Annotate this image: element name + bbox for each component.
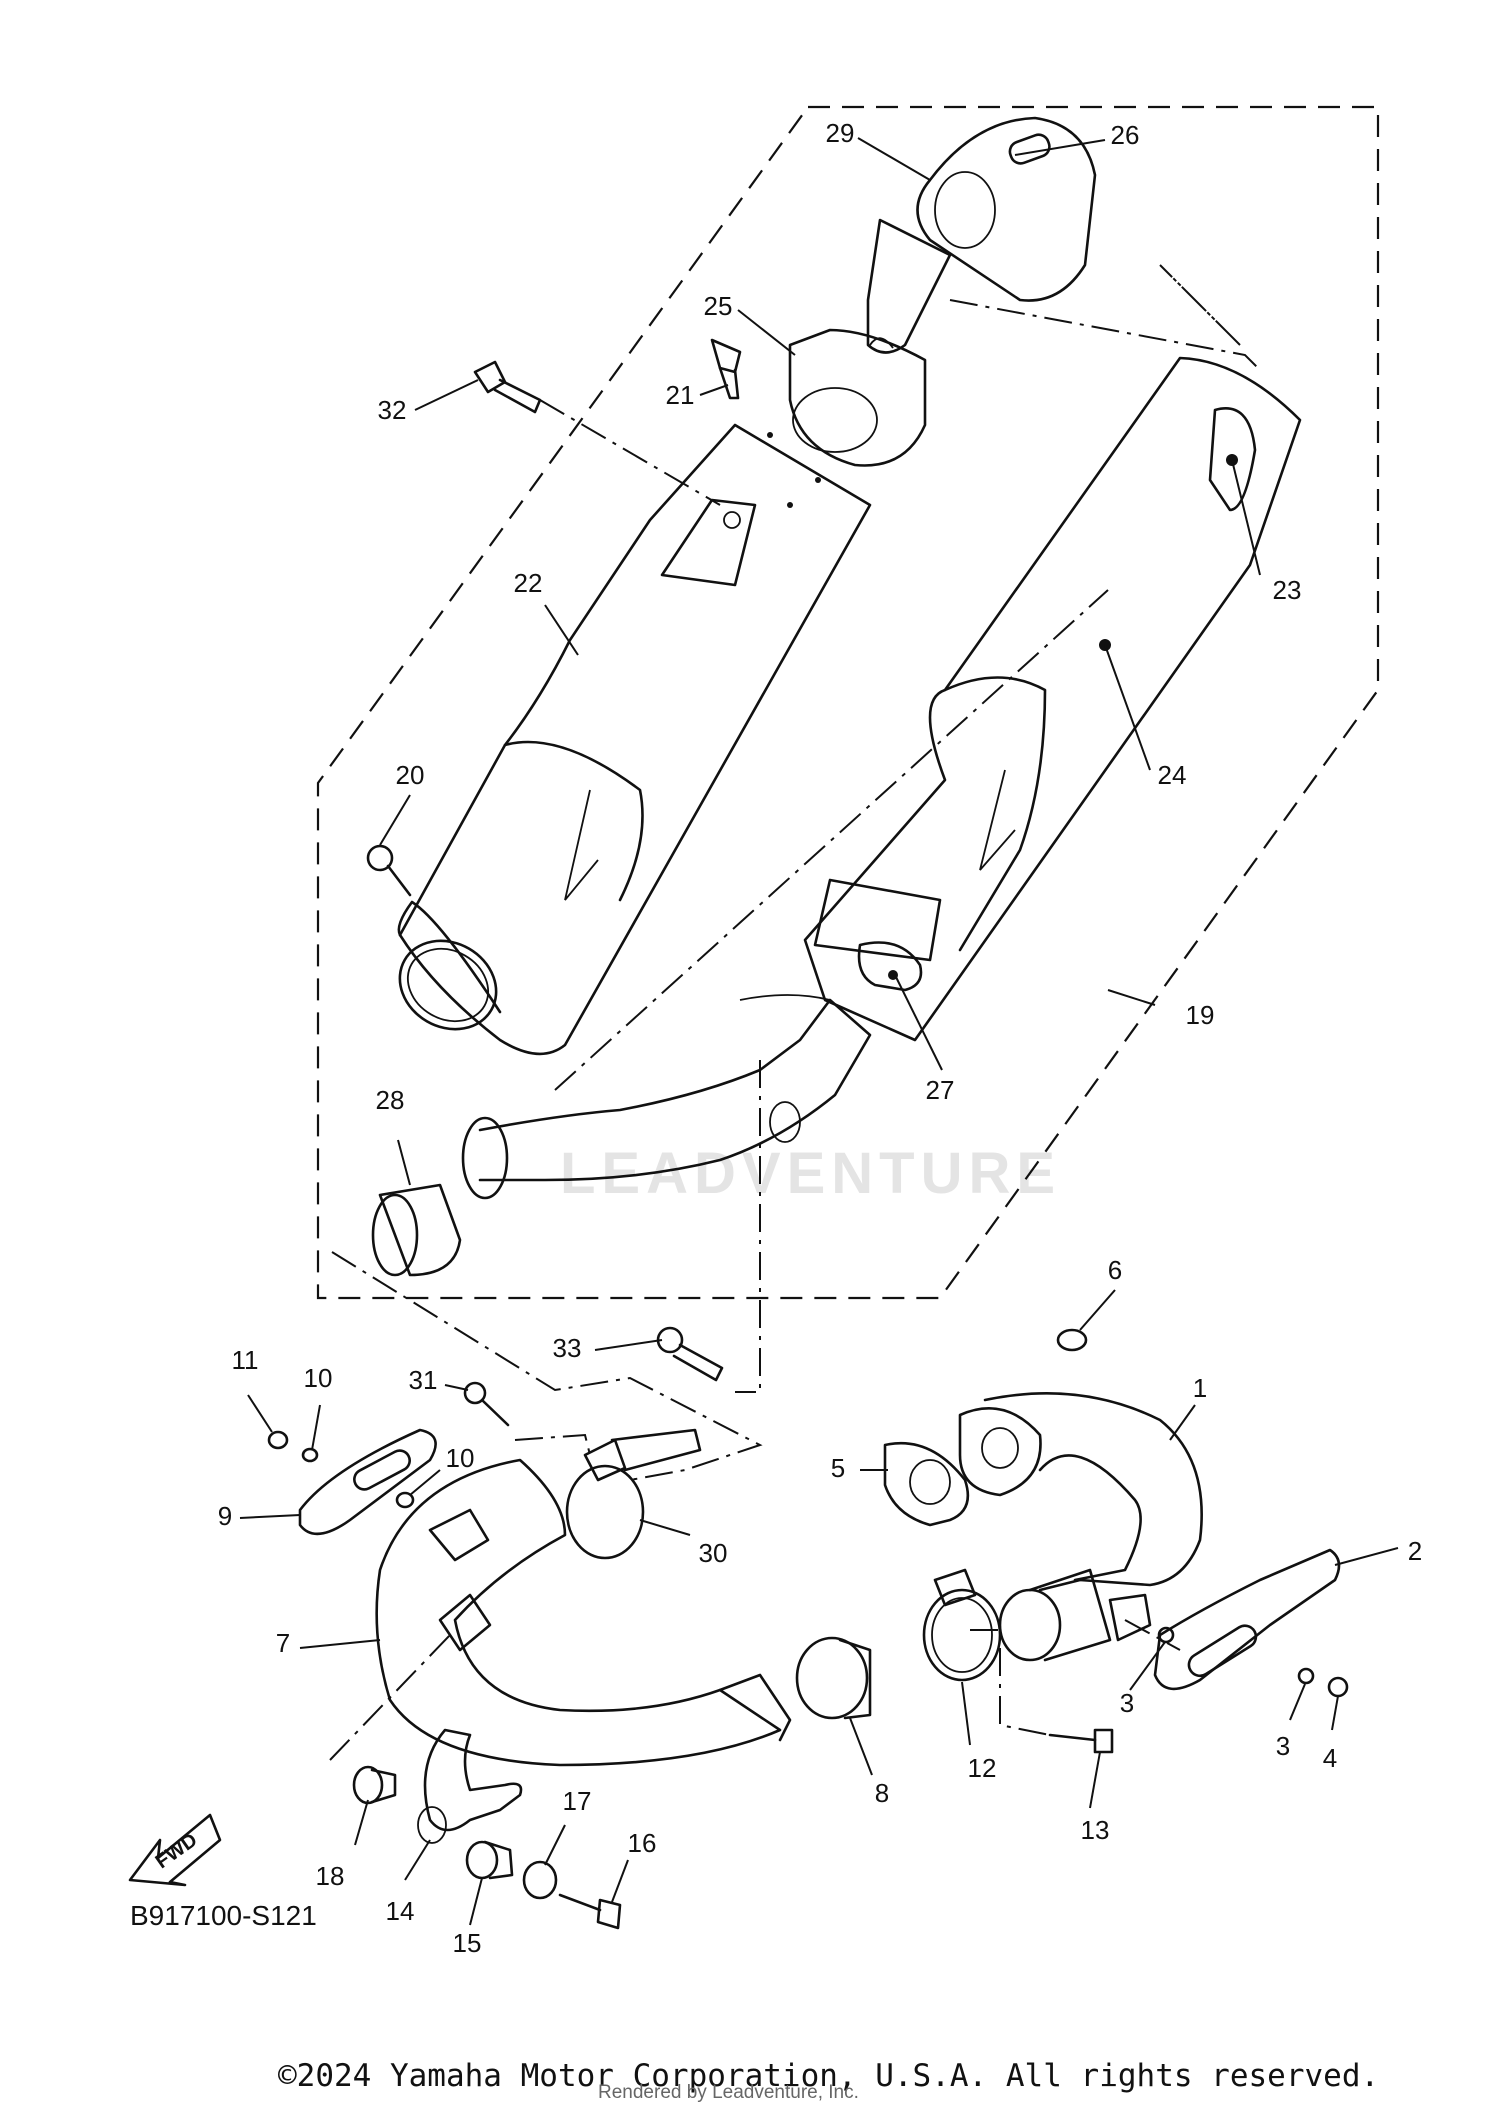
callout-2: 2 xyxy=(1408,1536,1422,1566)
washer-part-3b xyxy=(1297,1667,1315,1685)
rendered-by-notice: Rendered by Leadventure, Inc. xyxy=(598,2082,859,2103)
callout-28: 28 xyxy=(376,1085,405,1115)
bolt-part-4 xyxy=(1327,1676,1349,1698)
bolt-part-13 xyxy=(1048,1728,1114,1754)
assembly-group-outline xyxy=(316,105,1380,1300)
callout-18: 18 xyxy=(316,1861,345,1891)
callout-3b: 3 xyxy=(1276,1731,1290,1761)
callout-13: 13 xyxy=(1081,1815,1110,1845)
heat-protector-part-9 xyxy=(298,1428,437,1536)
callout-12: 12 xyxy=(968,1753,997,1783)
callout-15: 15 xyxy=(453,1928,482,1958)
gasket-part-25 xyxy=(788,328,927,467)
callout-14: 14 xyxy=(386,1896,415,1926)
callout-6: 6 xyxy=(1108,1255,1122,1285)
band-on-muffler xyxy=(813,878,942,962)
callout-numbers: 29 26 25 21 32 22 23 24 20 19 27 28 6 33… xyxy=(218,118,1422,1958)
joint-pipe xyxy=(461,994,872,1200)
callout-24: 24 xyxy=(1158,760,1187,790)
exhaust-pipe-part-7 xyxy=(375,1458,792,1767)
callout-20: 20 xyxy=(396,760,425,790)
bolt-part-31 xyxy=(463,1381,510,1427)
fwd-label: FWD xyxy=(152,1829,202,1873)
bolt-part-11 xyxy=(267,1430,289,1450)
chain-line-joint xyxy=(735,1060,761,1393)
end-cap-part-29 xyxy=(866,116,1097,354)
nut-part-6 xyxy=(1056,1328,1088,1352)
callout-21: 21 xyxy=(666,380,695,410)
clamp-ring-on-inner-muffler xyxy=(398,939,498,1031)
bolt-part-32 xyxy=(473,360,542,414)
washer-part-10a xyxy=(301,1447,319,1463)
callout-4: 4 xyxy=(1323,1743,1337,1773)
gasket-part-28 xyxy=(371,1183,462,1277)
washer-part-3a xyxy=(1157,1626,1175,1644)
bracket-part-14 xyxy=(417,1728,523,1844)
clamp-part-30 xyxy=(565,1428,702,1560)
outer-muffler-part-24 xyxy=(803,356,1302,1042)
callout-10b: 10 xyxy=(446,1443,475,1473)
callout-22: 22 xyxy=(514,568,543,598)
gasket-part-5 xyxy=(883,1441,970,1527)
gasket-part-8 xyxy=(795,1636,872,1720)
callout-17: 17 xyxy=(563,1786,592,1816)
callout-9: 9 xyxy=(218,1501,232,1531)
callout-3a: 3 xyxy=(1120,1688,1134,1718)
chain-line-19 xyxy=(554,589,1109,1091)
callout-31: 31 xyxy=(409,1365,438,1395)
screw-part-20 xyxy=(366,844,412,897)
callout-19: 19 xyxy=(1186,1000,1215,1030)
callout-30: 30 xyxy=(699,1538,728,1568)
protector-part-27 xyxy=(857,941,923,992)
callout-5: 5 xyxy=(831,1453,845,1483)
callout-25: 25 xyxy=(704,291,733,321)
bolt-part-16 xyxy=(558,1893,622,1930)
bolt-part-33 xyxy=(656,1326,724,1382)
callout-29: 29 xyxy=(826,118,855,148)
diagram-code: B917100-S121 xyxy=(130,1900,317,1931)
callout-1: 1 xyxy=(1193,1373,1207,1403)
chain-line-gasket-to-clamp xyxy=(331,1251,763,1481)
callout-27: 27 xyxy=(926,1075,955,1105)
chain-line-13 xyxy=(970,1629,1051,1736)
washer-part-10b xyxy=(395,1491,415,1509)
rivet-part-21 xyxy=(710,338,742,400)
washer-part-17 xyxy=(522,1860,558,1900)
callout-7: 7 xyxy=(276,1628,290,1658)
callout-32: 32 xyxy=(378,395,407,425)
collar-part-18 xyxy=(352,1765,397,1805)
copyright-notice: ©2024 Yamaha Motor Corporation, U.S.A. A… xyxy=(278,2058,1380,2094)
chain-line-rear-heat-shield xyxy=(949,299,1261,371)
damper-part-15 xyxy=(465,1840,514,1880)
callout-16: 16 xyxy=(628,1828,657,1858)
callout-10a: 10 xyxy=(304,1363,333,1393)
chain-line-rear-heat-shield-2 xyxy=(1159,264,1241,346)
chain-line-32 xyxy=(539,399,721,506)
callout-26: 26 xyxy=(1111,120,1140,150)
callout-33: 33 xyxy=(553,1333,582,1363)
protector-part-23 xyxy=(1208,407,1257,512)
clamp-part-12 xyxy=(922,1568,1002,1682)
callout-23: 23 xyxy=(1273,575,1302,605)
callout-8: 8 xyxy=(875,1778,889,1808)
callout-11: 11 xyxy=(232,1345,259,1375)
leader-lines xyxy=(239,137,1399,1926)
inner-muffler-part-22 xyxy=(397,423,872,1056)
chain-line-3 xyxy=(1124,1619,1181,1651)
fwd-arrow-icon: FWD xyxy=(128,1813,222,1887)
exhaust-pipe-part-1 xyxy=(958,1392,1203,1662)
heat-protector-part-2 xyxy=(1153,1548,1341,1691)
chain-line-31 xyxy=(514,1433,591,1456)
